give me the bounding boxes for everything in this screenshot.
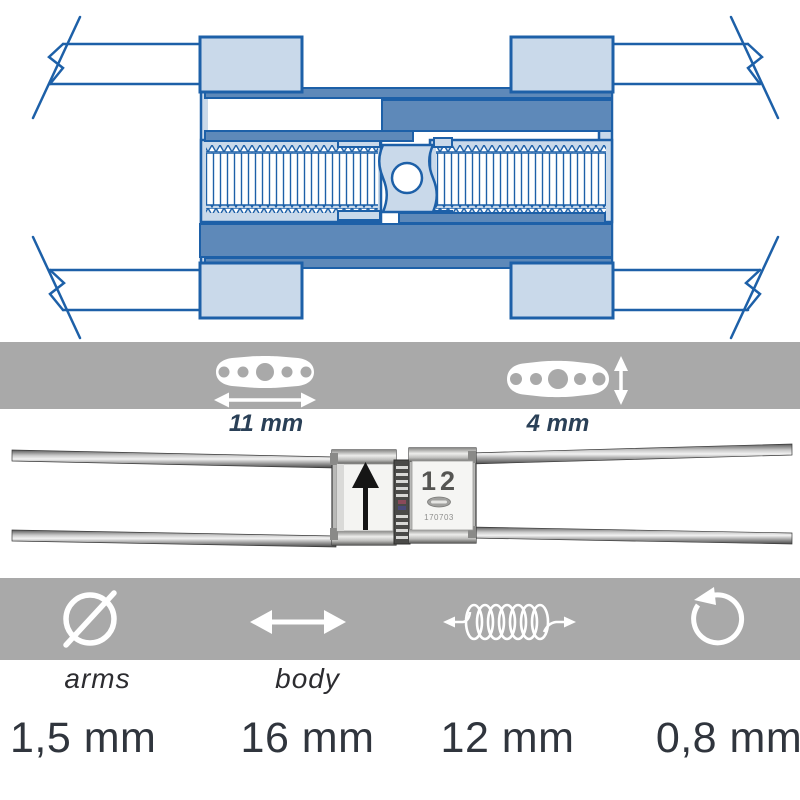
height-double-arrow <box>614 356 628 405</box>
size-marking-text: 12 <box>421 466 459 496</box>
body-label: body <box>275 663 340 694</box>
wire-arm-bottom-right <box>469 526 793 545</box>
expansion-spring-icon <box>443 603 576 641</box>
device-photo: 12 170703 <box>11 443 793 548</box>
threaded-spindle-right <box>436 145 606 213</box>
spec-icons-band <box>0 578 800 660</box>
body-length-value: 16 mm <box>240 714 375 762</box>
screw-body-left-half <box>330 449 397 546</box>
acrylic-anchor-blocks <box>198 35 615 320</box>
lot-number-text: 170703 <box>424 513 454 522</box>
activation-value: 0,8 mm <box>655 714 800 762</box>
expansion-value: 12 mm <box>440 714 575 762</box>
activation-hole <box>390 161 424 195</box>
arms-label: arms <box>64 663 131 694</box>
plate-height-label: 4 mm <box>526 410 590 437</box>
arms-diameter-value: 1,5 mm <box>10 714 157 762</box>
wire-arm-top-left <box>11 449 337 469</box>
spec-icons <box>63 587 745 648</box>
wire-arm-bottom-left <box>11 529 337 548</box>
plate-holes <box>218 363 312 381</box>
lower-guide-pin <box>199 223 613 258</box>
central-screw-column <box>393 459 411 545</box>
rotation-arrow-icon <box>691 587 745 646</box>
manufacturer-logo <box>427 496 451 508</box>
threaded-spindle-left <box>206 145 378 213</box>
diameter-icon <box>63 590 117 648</box>
length-double-arrow <box>214 392 316 408</box>
screw-body-right-half: 12 170703 <box>408 447 477 544</box>
cross-section-diagram <box>31 15 780 340</box>
horizontal-double-arrow-icon <box>250 610 346 634</box>
wire-arm-top-right <box>469 443 793 465</box>
up-arrow-marking <box>352 462 379 530</box>
guide-channel-cavity <box>208 99 382 130</box>
retention-plate-top-view <box>214 355 316 408</box>
retention-plate-side-view <box>507 356 628 405</box>
schematic-wires-and-break-symbols <box>31 15 780 340</box>
plate-length-label: 11 mm <box>228 410 304 437</box>
upper-guide-pin <box>381 99 613 132</box>
retention-plate-band <box>0 342 800 409</box>
wire-arms <box>11 443 793 548</box>
retention-plates-graphic <box>214 355 628 408</box>
plate-holes <box>510 369 606 389</box>
